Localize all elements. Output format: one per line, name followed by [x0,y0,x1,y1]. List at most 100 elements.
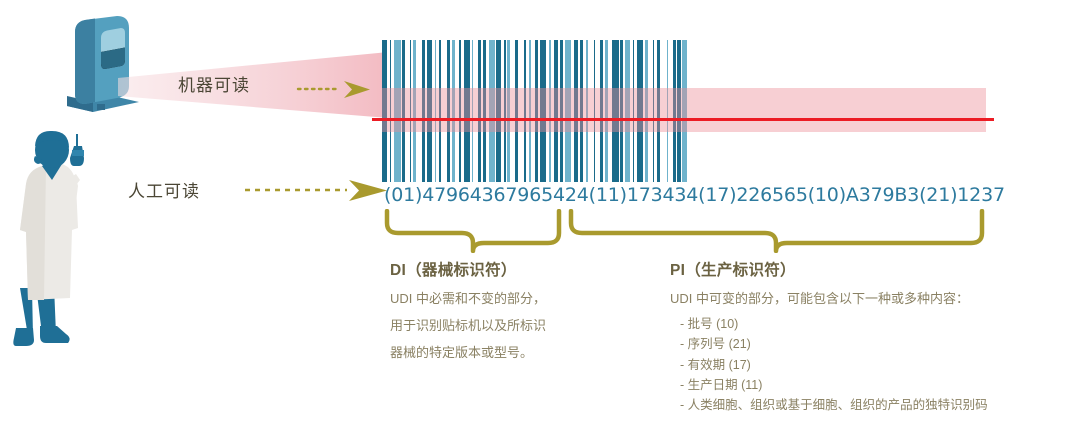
barcode-bar [564,40,571,182]
barcode-bar [624,40,630,182]
barcode-bar [391,40,395,182]
barcode-bar [439,40,441,182]
barcode-bar [558,40,560,182]
barcode-bar [559,40,563,182]
barcode-bar [652,40,655,182]
pi-item-list: - 批号 (10) - 序列号 (21) - 有效期 (17) - 生产日期 (… [670,314,988,415]
barcode-bar [545,40,550,182]
di-caption: DI（器械标识符） UDI 中必需和不变的部分， 用于识别贴标机以及所标识 器械… [390,258,546,368]
barcode-bar [524,40,526,182]
barcode-bar [525,40,529,182]
udi-code-text: (01)47964367965424(11)173434(17)226565(1… [384,184,1005,206]
barcode-bar [643,40,645,182]
pi-heading: PI（生产标识符） [670,262,796,279]
barcode-bar [460,40,464,182]
dotted-arrow-icon [296,76,376,102]
barcode-bar [593,40,596,182]
barcode-bar [459,40,461,182]
barcode-bar [580,40,584,182]
barcode-bar [481,40,483,182]
human-readable-label: 人工可读 [128,182,200,201]
barcode-bar [515,40,519,182]
barcode-bar [485,40,489,182]
scanner-beam [118,52,388,130]
di-brace [384,208,562,254]
barcode-bar [644,40,649,182]
machine-readable-label: 机器可读 [178,76,250,95]
barcode-bar [389,40,392,182]
barcode-bar [450,40,452,182]
barcode-bar [504,40,506,182]
barcode-bar [496,40,502,182]
barcode-bar [510,40,516,182]
barcode-bar [473,40,478,182]
barcode-bar [405,40,410,182]
barcode-bar [550,40,554,182]
barcode-bar [603,40,605,182]
barcode-bar [553,40,559,182]
barcode-bar [507,40,511,182]
di-line-0: UDI 中必需和不变的部分， [390,291,547,306]
barcode-bar [412,40,417,182]
barcode-bar [538,40,540,182]
dashed-arrow-icon [243,176,391,204]
barcode-bar [573,40,579,182]
barcode-bar [422,40,426,182]
barcode-bar [682,40,687,182]
barcode-bar [607,40,613,182]
barcode-bar [604,40,608,182]
barcode-bar [530,40,536,182]
barcode-bar [668,40,673,182]
barcode-bar [539,40,546,182]
barcode-bar [632,40,635,182]
barcode-bar [672,40,676,182]
barcode-bar [535,40,539,182]
barcode-bar [416,40,423,182]
barcode-bar [634,40,638,182]
barcode-bar [618,40,621,182]
barcode-bar [463,40,471,182]
barcode-bar [654,40,658,182]
pi-item: - 序列号 (21) [680,337,751,352]
di-line-1: 用于识别贴标机以及所标识 [390,318,547,334]
pi-brace [568,208,988,254]
barcode-bar [583,40,587,182]
barcode-bar [400,40,403,182]
barcode-bar [386,40,390,182]
pi-caption: PI（生产标识符） UDI 中可变的部分，可能包含以下一种或多种内容： - 批号… [670,258,988,415]
barcode-bar [578,40,580,182]
barcode-bar [471,40,474,182]
barcode-bar [382,40,387,182]
barcode-bar [660,40,667,182]
barcode-bar [666,40,669,182]
barcode-bar [612,40,619,182]
barcode-bar [425,40,427,182]
di-heading: DI（器械标识符） [390,262,517,279]
pi-intro: UDI 中可变的部分，可能包含以下一种或多种内容： [670,291,970,306]
barcode-bar [494,40,497,182]
pi-item: - 批号 (10) [680,317,739,332]
barcode-scanner-icon [55,14,147,118]
pi-item: - 人类细胞、组织或基于细胞、组织的产品的独特识别码 [680,398,988,413]
barcode-bar [482,40,486,182]
barcode-bar [680,40,683,182]
barcode-bar [629,40,633,182]
barcode-bar [675,40,678,182]
barcode-bar [431,40,435,182]
barcode-bar [440,40,447,182]
barcode-bar [686,40,690,182]
barcode-bar [402,40,406,182]
barcode-bar [411,40,413,182]
barcode-bar [501,40,505,182]
barcode-bar [648,40,653,182]
di-line-2: 器械的特定版本或型号。 [390,345,534,361]
barcode-bar [549,40,551,182]
barcode-bar [518,40,525,182]
barcode-bar [470,40,472,182]
barcode-bar [477,40,481,182]
barcode-bar [434,40,437,182]
barcode-bar [488,40,495,182]
pi-item: - 有效期 (17) [680,357,751,372]
barcode-bar [426,40,432,182]
